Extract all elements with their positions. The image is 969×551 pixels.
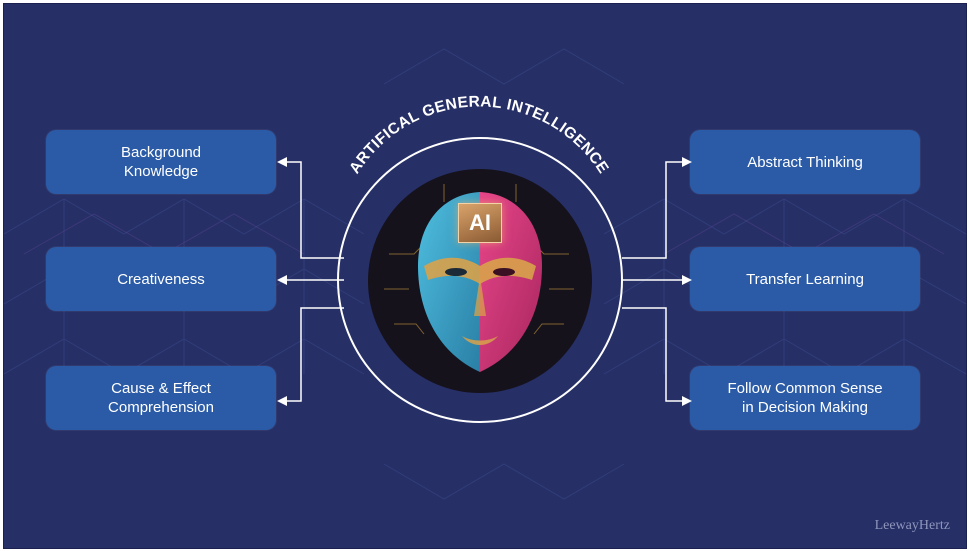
ai-badge-label: AI [469, 210, 491, 235]
capability-label: Transfer Learning [746, 270, 864, 288]
capability-box-common-sense: Follow Common Sense in Decision Making [690, 366, 920, 430]
capability-label: Creativeness [117, 270, 205, 288]
brand-watermark: LeewayHertz [874, 518, 950, 533]
ai-badge: AI [458, 203, 502, 243]
capability-label: Follow Common Sense in Decision Making [727, 380, 883, 416]
capability-label: Cause & Effect Comprehension [108, 380, 214, 416]
capability-box-abstract-thinking: Abstract Thinking [690, 130, 920, 194]
capability-box-transfer-learning: Transfer Learning [690, 247, 920, 311]
capability-label: Abstract Thinking [747, 153, 863, 171]
diagram-canvas: Background Knowledge Creativeness Cause … [3, 3, 967, 549]
capability-box-background-knowledge: Background Knowledge [46, 130, 276, 194]
capability-label: Background Knowledge [120, 144, 202, 180]
capability-box-cause-effect: Cause & Effect Comprehension [46, 366, 276, 430]
capability-box-creativeness: Creativeness [46, 247, 276, 311]
